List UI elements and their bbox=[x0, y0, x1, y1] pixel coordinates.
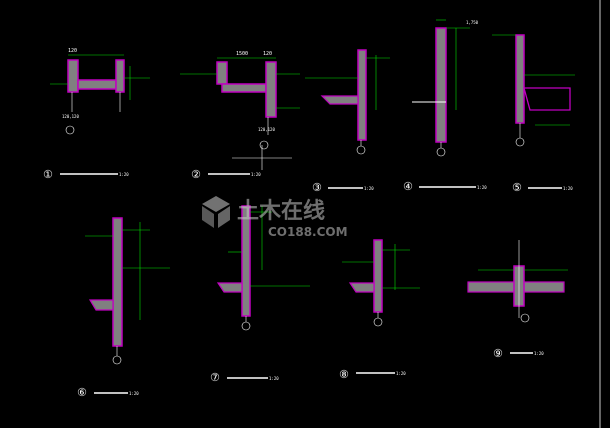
detail-7-section bbox=[216, 205, 310, 331]
detail-number: ⑤ bbox=[512, 181, 522, 194]
detail-9-section bbox=[467, 240, 568, 323]
detail-number: ④ bbox=[403, 180, 413, 193]
detail-label-3: ③ 1:20 bbox=[312, 181, 374, 194]
detail-label-2: ② 1:20 bbox=[191, 168, 261, 181]
detail-label-1: ① 1:20 bbox=[43, 168, 129, 181]
detail-number: ⑥ bbox=[77, 386, 87, 399]
d2-width-right-label: 120 bbox=[263, 51, 272, 57]
detail-8-section bbox=[342, 239, 420, 327]
detail-scale: 1:20 bbox=[251, 172, 261, 177]
detail-scale: 1:20 bbox=[269, 376, 279, 381]
d1-width-label: 120 bbox=[68, 48, 77, 54]
detail-scale: 1:20 bbox=[534, 351, 544, 356]
detail-5-section bbox=[492, 34, 575, 147]
detail-label-7: ⑦ 1:20 bbox=[210, 371, 279, 384]
d4-top-dims: 1,750 bbox=[466, 20, 479, 25]
detail-number: ③ bbox=[312, 181, 322, 194]
detail-number: ① bbox=[43, 168, 53, 181]
watermark-cn: 土木在线 bbox=[237, 198, 325, 224]
d2-width-label: 1500 bbox=[236, 51, 248, 57]
detail-scale: 1:20 bbox=[477, 185, 487, 190]
detail-label-9: ⑨ 1:20 bbox=[493, 347, 544, 360]
detail-number: ② bbox=[191, 168, 201, 181]
watermark-url: CO188.COM bbox=[268, 225, 348, 239]
detail-number: ⑨ bbox=[493, 347, 503, 360]
detail-number: ⑧ bbox=[339, 368, 349, 381]
watermark: 土木在线 CO188.COM bbox=[202, 196, 348, 239]
detail-label-6: ⑥ 1:20 bbox=[77, 386, 139, 399]
d1-bottom-dims: 120,120 bbox=[62, 114, 79, 119]
detail-scale: 1:20 bbox=[129, 391, 139, 396]
detail-3-section bbox=[305, 49, 390, 155]
d2-bottom-dims: 120,120 bbox=[258, 127, 275, 132]
detail-label-4: ④ 1:20 bbox=[403, 180, 487, 193]
detail-2-section: 1500 120 120,120 bbox=[180, 51, 300, 170]
detail-1-section: 120 120,120 bbox=[50, 48, 150, 135]
detail-6-section bbox=[85, 217, 170, 365]
detail-label-8: ⑧ 1:20 bbox=[339, 368, 406, 381]
detail-scale: 1:20 bbox=[119, 172, 129, 177]
detail-4-section: 1,750 bbox=[412, 19, 479, 157]
detail-scale: 1:20 bbox=[563, 186, 573, 191]
watermark-logo-icon bbox=[202, 196, 230, 228]
detail-number: ⑦ bbox=[210, 371, 220, 384]
detail-scale: 1:20 bbox=[396, 371, 406, 376]
detail-scale: 1:20 bbox=[364, 186, 374, 191]
detail-label-5: ⑤ 1:20 bbox=[512, 181, 573, 194]
